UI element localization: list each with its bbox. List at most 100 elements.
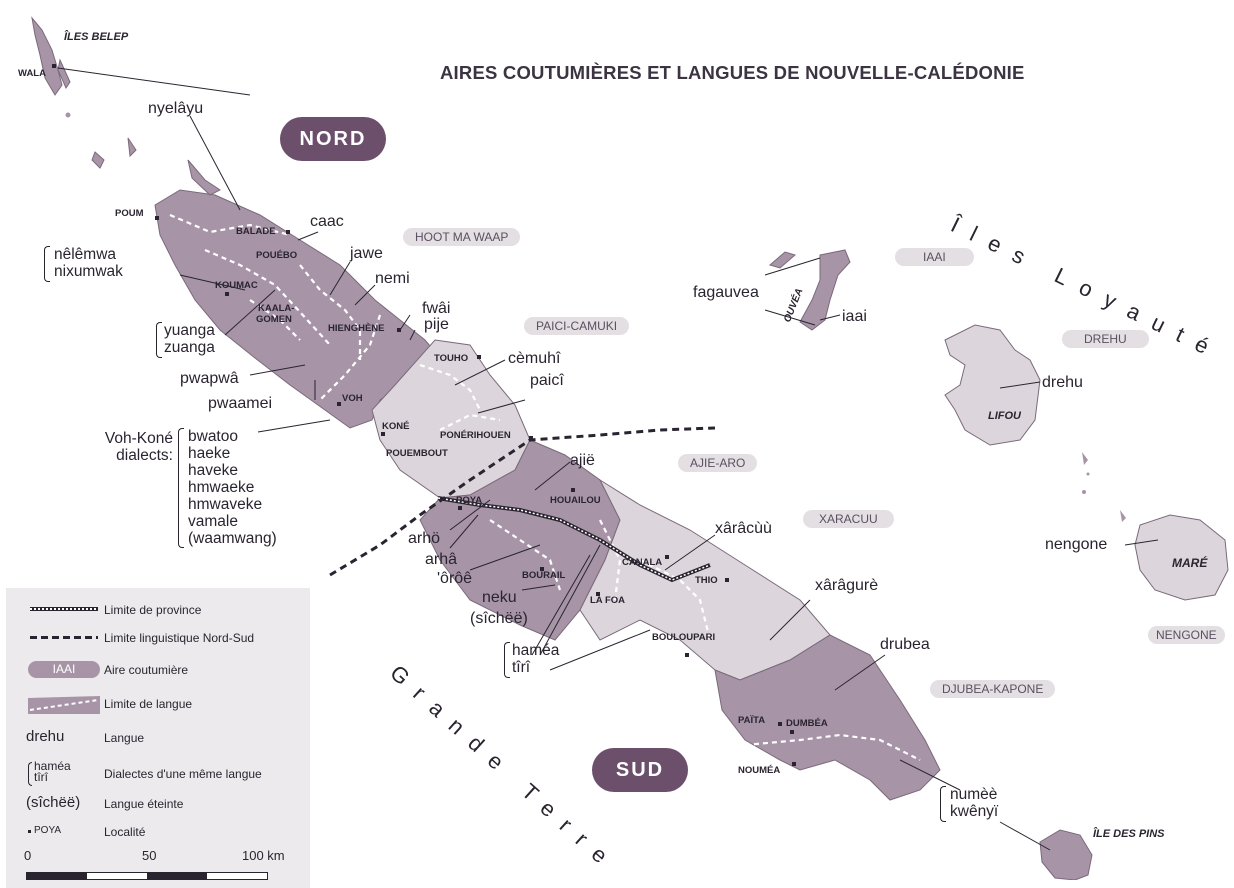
lang-neku: neku bbox=[482, 589, 517, 606]
town-kone: KONÉ bbox=[382, 421, 410, 432]
lang-nengone: nengone bbox=[1045, 536, 1108, 553]
bracket-numee bbox=[940, 786, 946, 822]
dialect-vamale: vamale bbox=[188, 513, 238, 530]
bracket-hamea bbox=[504, 642, 510, 678]
legend-extinct-text: Langue éteinte bbox=[104, 797, 184, 811]
area-paici-camuki: PAICI-CAMUKI bbox=[524, 317, 630, 335]
lang-fagauvea: fagauvea bbox=[693, 284, 759, 301]
voh-kone-subtitle: dialects: bbox=[116, 447, 173, 464]
legend-row-province: Limite de province bbox=[14, 600, 304, 620]
town-bourail: BOURAIL bbox=[522, 570, 566, 581]
leader-lines bbox=[57, 67, 1159, 851]
area-djubea-kapone: DJUBEA-KAPONE bbox=[930, 680, 1056, 698]
lang-iaai: iaai bbox=[842, 308, 867, 325]
dialect-yuanga: yuanga bbox=[164, 322, 215, 339]
area-iaai: IAAI bbox=[895, 248, 974, 266]
bracket-yuanga bbox=[156, 322, 162, 358]
ouvea-island bbox=[799, 249, 851, 331]
lang-nyelayu: nyelâyu bbox=[148, 100, 204, 117]
mare-island bbox=[1134, 514, 1229, 601]
lang-xaragure: xârâgurè bbox=[815, 577, 879, 594]
legend-row-aire: IAAI Aire coutumière bbox=[14, 660, 304, 680]
town-ponerihouen: PONÉRIHOUEN bbox=[440, 430, 511, 441]
scale-bar bbox=[26, 872, 268, 880]
scale-zero: 0 bbox=[24, 848, 32, 863]
town-touho: TOUHO bbox=[434, 353, 469, 364]
dialect-tiri: tîrî bbox=[512, 659, 531, 676]
town-poum: POUM bbox=[115, 208, 144, 219]
dialect-bwatoo: bwatoo bbox=[188, 428, 238, 445]
lang-pije: pije bbox=[424, 316, 449, 333]
area-ajie-aro: AJIE-ARO bbox=[678, 454, 758, 472]
dialect-haeke: haeke bbox=[188, 445, 231, 462]
lifou-island bbox=[944, 324, 1041, 446]
voh-kone-title: Voh-Koné bbox=[104, 430, 173, 447]
dialect-group-hamea: haméa tîrî bbox=[512, 642, 559, 676]
dialect-kwenyi: kwênyï bbox=[950, 803, 999, 820]
dialect-group-yuanga: yuanga zuanga bbox=[164, 322, 215, 356]
dialect-haveke: haveke bbox=[188, 462, 238, 479]
area-djubea-dark bbox=[714, 634, 941, 801]
scale-end: 100 km bbox=[242, 848, 285, 863]
town-gomen: GOMEN bbox=[256, 314, 292, 325]
town-pouembout: POUEMBOUT bbox=[386, 448, 448, 459]
lang-pwaamei: pwaamei bbox=[208, 395, 273, 412]
legend-dialect-text: Dialectes d'une même langue bbox=[104, 767, 262, 781]
town-pouebo: POUÉBO bbox=[256, 250, 298, 261]
area-xaracuu: XARACUU bbox=[803, 510, 894, 528]
legend-locality-key: POYA bbox=[34, 825, 62, 836]
town-poya: POYA bbox=[456, 495, 483, 506]
legend-province-text: Limite de province bbox=[104, 603, 202, 617]
lang-cemuhi: cèmuhî bbox=[508, 350, 561, 367]
legend-row-extinct: (sîchëë) Langue éteinte bbox=[14, 794, 304, 814]
lang-drubea: drubea bbox=[880, 636, 930, 653]
ile-des-pins bbox=[1039, 829, 1093, 880]
label-lifou: LIFOU bbox=[988, 410, 1021, 422]
dialect-hmwaeke: hmwaeke bbox=[188, 479, 255, 496]
lang-paici: paicî bbox=[530, 372, 564, 389]
province-nord-badge: NORD bbox=[280, 117, 386, 161]
area-nengone: NENGONE bbox=[1148, 626, 1225, 644]
dialect-group-nelemwa: nêlêmwa nixumwak bbox=[54, 246, 123, 280]
area-hoot-ma-waap: HOOT MA WAAP bbox=[403, 228, 521, 246]
lang-nemi: nemi bbox=[375, 270, 410, 287]
town-la-foa: LA FOA bbox=[590, 595, 626, 606]
legend-ling-text: Limite linguistique Nord-Sud bbox=[104, 631, 255, 645]
town-thio: THIO bbox=[695, 575, 718, 586]
town-voh: VOH bbox=[342, 393, 363, 404]
legend-dialect-key-0: haméa bbox=[34, 759, 71, 773]
language-limits bbox=[169, 213, 921, 761]
label-mare: MARÉ bbox=[1172, 556, 1208, 570]
scale-mid: 50 bbox=[142, 848, 157, 863]
voh-kone-label: Voh-Koné dialects: bbox=[88, 430, 173, 464]
legend-row-ling: Limite linguistique Nord-Sud bbox=[14, 628, 304, 648]
legend-extinct-key: (sîchëë) bbox=[26, 794, 81, 811]
lang-fwai: fwâi bbox=[422, 300, 451, 317]
legend-row-dialect: haméa tîrî Dialectes d'une même langue bbox=[14, 760, 304, 788]
town-kaala: KAALA- bbox=[258, 303, 295, 314]
dialect-hamea: haméa bbox=[512, 642, 560, 659]
belep-island bbox=[31, 16, 63, 96]
dialect-zuanga: zuanga bbox=[164, 339, 215, 356]
linguistic-limit-north-south bbox=[329, 426, 716, 577]
dialect-nelemwa: nêlêmwa bbox=[54, 246, 117, 263]
lang-ajie: ajië bbox=[570, 452, 595, 469]
legend-langue-limit-text: Limite de langue bbox=[104, 697, 193, 711]
legend-langue-text: Langue bbox=[104, 731, 145, 745]
lang-arho: arhö bbox=[408, 530, 441, 547]
legend-row-langue-limit: Limite de langue bbox=[14, 694, 304, 714]
province-sud-badge: SUD bbox=[592, 748, 688, 792]
legend-aire-key: IAAI bbox=[28, 661, 100, 678]
town-paita: PAÏTA bbox=[738, 715, 766, 726]
town-houailou: HOUAILOU bbox=[550, 495, 601, 506]
lang-caac: caac bbox=[310, 213, 344, 230]
lang-jawe: jawe bbox=[350, 245, 383, 262]
legend-row-locality: POYA Localité bbox=[14, 822, 304, 842]
bracket-nelemwa bbox=[44, 246, 50, 282]
legend-dialect-key-1: tîrî bbox=[34, 770, 48, 784]
dialect-nixumwak: nixumwak bbox=[54, 263, 123, 280]
lang-oroe: 'ôrôê bbox=[437, 570, 473, 587]
town-hienghene: HIENGHÈNE bbox=[328, 323, 385, 334]
town-wala: WALA bbox=[18, 68, 46, 79]
